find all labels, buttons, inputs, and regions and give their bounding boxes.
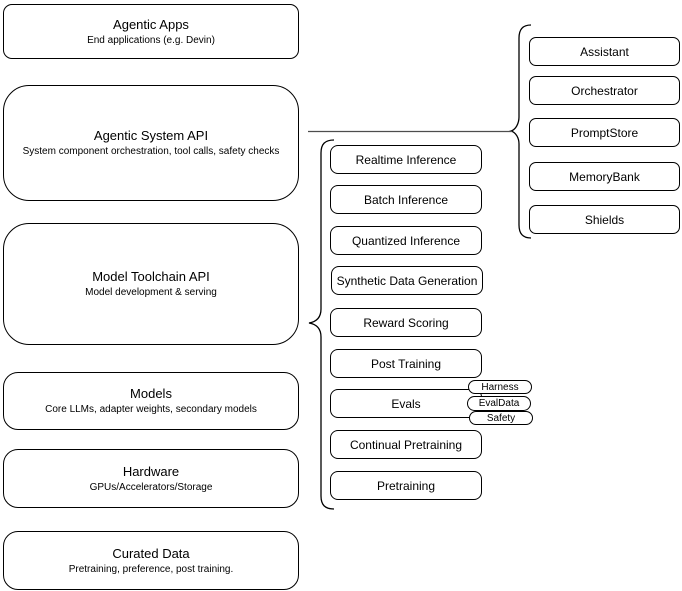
box-agentic-apps: Agentic Apps End applications (e.g. Devi… — [3, 4, 299, 59]
box-hardware: Hardware GPUs/Accelerators/Storage — [3, 449, 299, 508]
node-reward-scoring: Reward Scoring — [330, 308, 482, 337]
node-shields: Shields — [529, 205, 680, 234]
node-orchestrator: Orchestrator — [529, 76, 680, 105]
node-assistant: Assistant — [529, 37, 680, 66]
box-models: Models Core LLMs, adapter weights, secon… — [3, 372, 299, 430]
box-title: Agentic System API — [93, 128, 209, 143]
node-batch-inference: Batch Inference — [330, 185, 482, 214]
tag-harness: Harness — [468, 380, 532, 394]
node-evals: Evals — [330, 389, 482, 418]
box-title: Curated Data — [112, 545, 190, 561]
system-brace — [508, 24, 532, 239]
box-title: Model Toolchain API — [92, 269, 210, 284]
box-agentic-system-api: Agentic System API System component orch… — [3, 85, 299, 201]
box-subtitle: GPUs/Accelerators/Storage — [89, 481, 213, 493]
box-subtitle: Pretraining, preference, post training. — [68, 563, 234, 575]
node-memorybank: MemoryBank — [529, 162, 680, 191]
box-curated-data: Curated Data Pretraining, preference, po… — [3, 531, 299, 590]
node-synthetic-data-generation: Synthetic Data Generation — [331, 266, 483, 295]
tag-evaldata: EvalData — [467, 396, 531, 411]
node-quantized-inference: Quantized Inference — [330, 226, 482, 255]
box-title: Models — [130, 386, 172, 401]
node-realtime-inference: Realtime Inference — [330, 145, 482, 174]
node-continual-pretraining: Continual Pretraining — [330, 430, 482, 459]
box-title: Agentic Apps — [113, 16, 189, 32]
node-promptstore: PromptStore — [529, 118, 680, 147]
box-subtitle: Core LLMs, adapter weights, secondary mo… — [45, 404, 257, 415]
box-subtitle: End applications (e.g. Devin) — [87, 34, 215, 46]
tag-safety: Safety — [469, 411, 533, 425]
box-model-toolchain-api: Model Toolchain API Model development & … — [3, 223, 299, 345]
node-post-training: Post Training — [330, 349, 482, 378]
box-title: Hardware — [122, 463, 180, 479]
box-subtitle: Model development & serving — [85, 287, 217, 298]
box-subtitle: System component orchestration, tool cal… — [22, 146, 280, 157]
node-pretraining: Pretraining — [330, 471, 482, 500]
